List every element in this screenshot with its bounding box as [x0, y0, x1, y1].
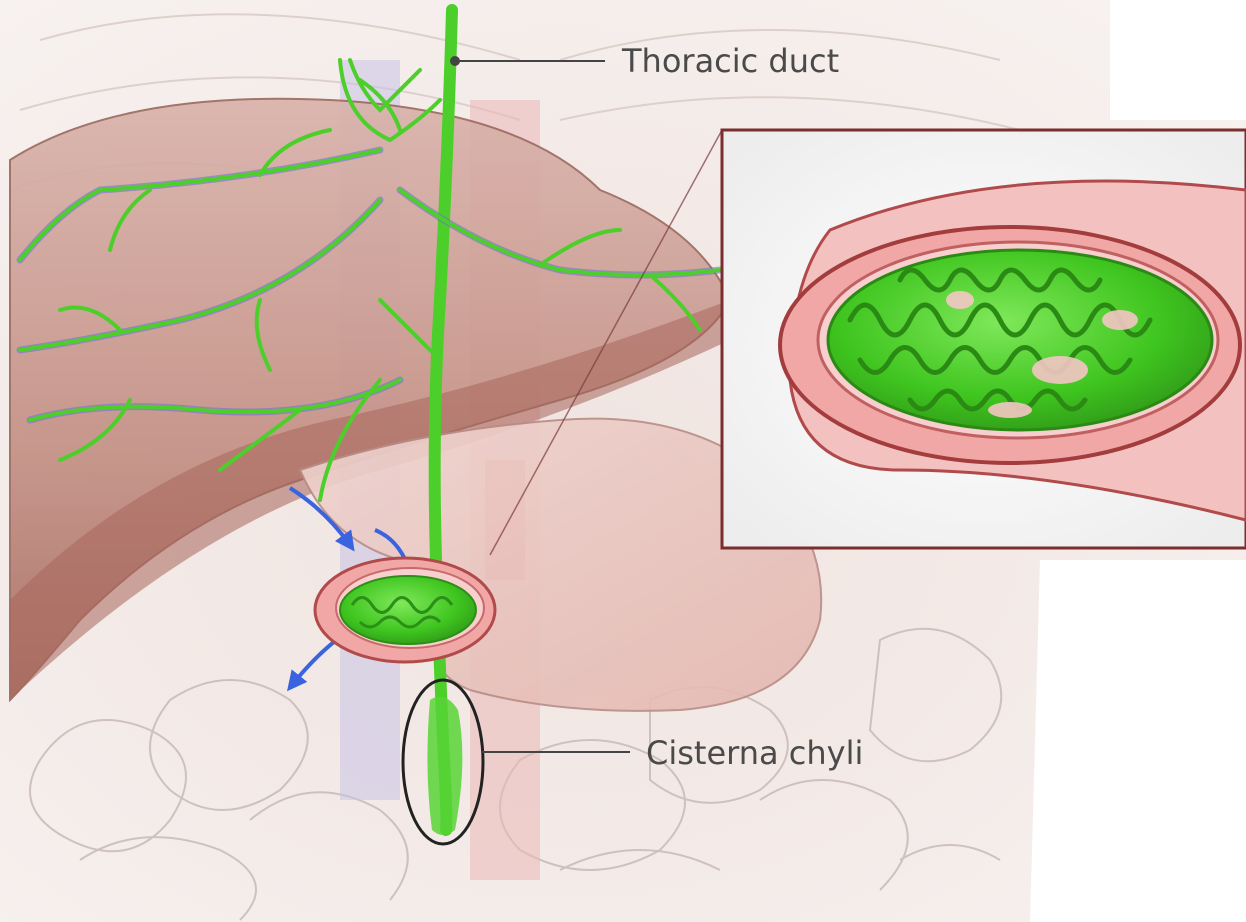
inset-enlarged-view — [722, 130, 1246, 548]
cisterna-chyli-dilation — [427, 697, 462, 835]
cisterna-chyli-label: Cisterna chyli — [646, 734, 863, 772]
thoracic-duct-label: Thoracic duct — [621, 42, 839, 80]
thoracic-duct-leader-dot — [450, 56, 460, 66]
duodenum-cross-section-small — [315, 558, 495, 662]
